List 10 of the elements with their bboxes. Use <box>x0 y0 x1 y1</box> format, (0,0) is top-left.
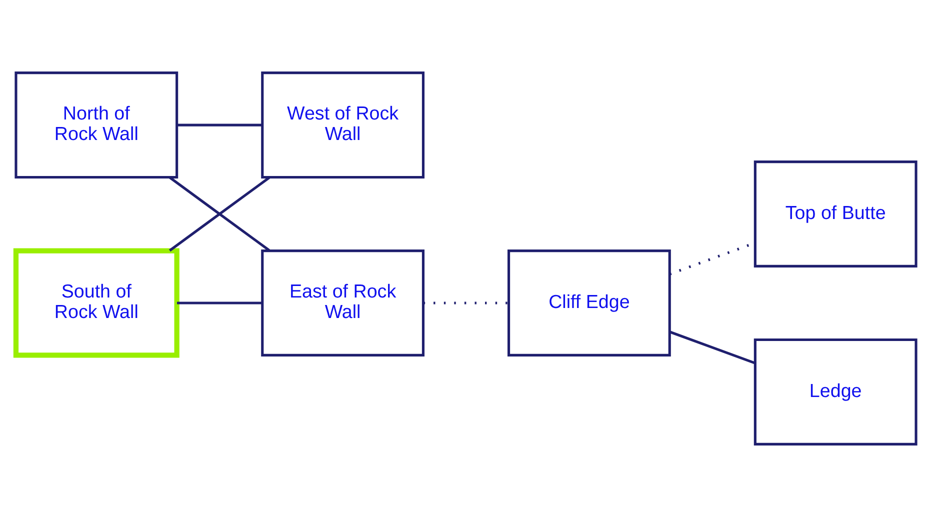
connector <box>669 330 755 364</box>
node-box: West of Rock Wall <box>261 71 424 178</box>
node-box: Top of Butte <box>754 160 918 267</box>
node-box: Ledge <box>754 338 918 445</box>
node-box: East of Rock Wall <box>261 249 424 356</box>
connector <box>177 301 262 304</box>
node-box: Cliff Edge <box>508 249 671 356</box>
connector <box>177 123 262 126</box>
node-box: South of Rock Wall <box>13 248 180 358</box>
node-box: North of Rock Wall <box>14 71 178 178</box>
